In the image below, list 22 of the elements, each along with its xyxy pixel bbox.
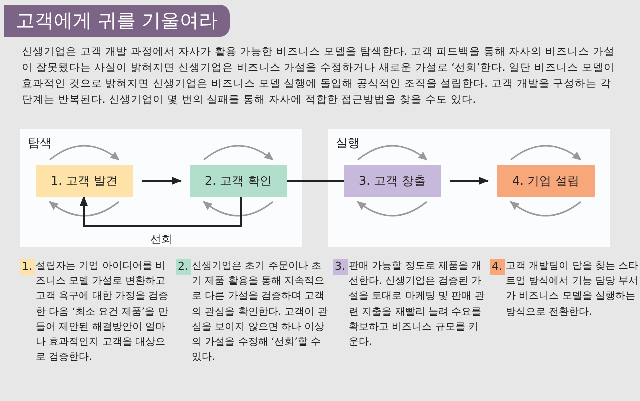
step-description: 설립자는 기업 아이디어를 비즈니스 모델 가설로 변환하고 고객 욕구에 대한 가정을 검증한 다음 ‘최소 요건 제품’을 만들어 제안된 해결방안이 얼마나 효과적인지 고객을 대상으로 검증한다. xyxy=(36,260,170,366)
step-description: 신생기업은 초기 주문이나 초기 제품 활용을 통해 지속적으로 다른 가설을 검증하며 고객의 관심을 확인한다. 고객이 관심을 보이지 않으면 하나 이상의 가설을 수정해 ‘선회’할 수 있다. xyxy=(192,260,328,366)
panel-heading: 실행 xyxy=(336,135,360,152)
step-number: 2. xyxy=(176,259,190,275)
stage-box: 3. 고객 창출 xyxy=(344,165,441,197)
step-number: 1. xyxy=(20,259,34,275)
step-description: 판매 가능할 정도로 제품을 개선한다. 신생기업은 검증된 가설을 토대로 마케팅 및 판매 관련 지출을 재빨리 늘려 수요를 확보하고 비즈니스 규모를 키운다. xyxy=(349,260,485,350)
stage-panel xyxy=(328,129,610,247)
stage-box: 1. 고객 발견 xyxy=(36,165,133,197)
intro-paragraph: 신생기업은 고객 개발 과정에서 자사가 활용 가능한 비즈니스 모델을 탐색한다. 고객 피드백을 통해 자사의 비즈니스 가설이 잘못됐다는 사실이 밝혀지면 신생기업은 비즈니스 가설을 수정하거나 새로운 가설로 ‘선회’한다. 일단 비즈니스 모델이 효과적인 것으로 밝혀지면 신생기업은 비즈니스 모델 실행에 돌입해 공식적인 조직을 설립한다. 고객 개발을 구성하는 각 단계는 반복된다. 신생기업이 몇 번의 실패를 통해 자사에 적합한 접근방법을 찾을 수도 있다. xyxy=(22,45,616,108)
step-number: 3. xyxy=(333,259,348,275)
connector-line xyxy=(287,180,344,182)
stage-box: 2. 고객 확인 xyxy=(190,165,287,197)
arrow xyxy=(80,196,242,227)
arrow xyxy=(142,177,182,185)
title-banner: 고객에게 귀를 기울여라 xyxy=(4,5,230,37)
stage-panel xyxy=(20,129,302,247)
stage-box: 4. 기업 설립 xyxy=(497,165,595,197)
panel-heading: 탐색 xyxy=(28,135,52,152)
arrow xyxy=(450,177,489,185)
step-number: 4. xyxy=(490,259,504,275)
step-description: 고객 개발팀이 답을 찾는 스타트업 방식에서 기능 담당 부서가 비즈니스 모델을 실행하는 방식으로 전환한다. xyxy=(506,260,640,320)
